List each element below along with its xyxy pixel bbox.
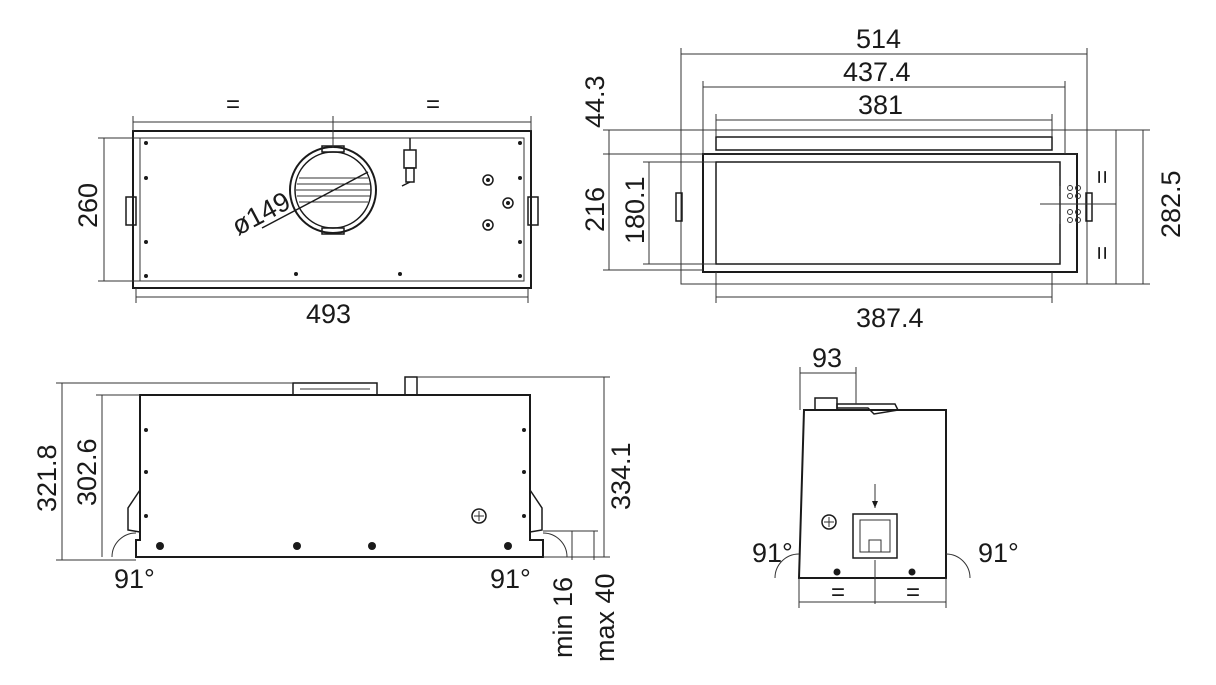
dim-3341-label: 334.1 [606,442,636,510]
top-view-height-label: 260 [73,183,103,228]
front-view-glass-panel [715,161,1061,265]
front-view-left-tab [675,192,683,222]
dim-93-label: 93 [812,343,842,373]
control-switch [401,138,417,187]
front-view-top-strip [715,136,1053,151]
top-view-left-tab [125,196,137,226]
screw-icon [482,174,494,186]
dim-3218-label: 321.8 [32,444,62,512]
front-view-body [702,153,1078,273]
side-view-right-bracket [529,489,543,533]
dim-381-label: 381 [858,90,903,120]
dim-2825-label: 282.5 [1156,170,1186,238]
side-view-body [135,394,544,558]
top-view-eq-right: = [426,91,440,118]
control-buttons-icon [1067,185,1081,223]
dim-437-label: 437.4 [843,57,911,87]
front-view-eq-bottom: = [1089,246,1116,260]
top-view-right-tab [527,196,539,226]
knob-icon [471,508,487,524]
end-view-eq-right: = [906,579,920,606]
side-view-angle-right: 91° [490,564,531,594]
end-view-switch-panel [852,513,898,559]
screw-icon [482,219,494,231]
top-view-eq-left: = [226,91,240,118]
top-view-inner-frame [139,137,525,282]
end-view-knob-icon [821,514,837,530]
side-view-switch [404,376,418,396]
side-view: 91° 91° 321.8 302.6 334.1 min 16 max 40 [32,376,636,662]
end-view-body [797,409,947,579]
end-view-top-fitting [814,397,838,411]
dim-216-label: 216 [580,187,610,232]
front-view-right-tab [1085,192,1093,222]
dim-443-label: 44.3 [580,75,610,128]
end-view-eq-left: = [831,579,845,606]
front-view: 514 437.4 381 44.3 216 180.1 = = 282.5 [580,24,1186,333]
dim-min-label: min 16 [548,577,578,658]
dim-3026-label: 302.6 [72,438,102,506]
top-view: ø149 = = 260 493 [73,91,539,329]
dim-514-label: 514 [856,24,901,54]
dim-180-label: 180.1 [620,176,650,244]
side-view-rivets [144,428,526,550]
top-view-rivets [144,141,522,278]
side-view-angle-left: 91° [114,564,155,594]
end-view-left-angle-arc [774,553,800,579]
diameter-leader [261,171,369,229]
dim-3874-label: 387.4 [856,303,924,333]
top-view-width-label: 493 [306,299,351,329]
side-view-left-angle-arc [111,532,137,558]
side-view-left-bracket [127,489,141,533]
fan-diameter-label: ø149 [227,186,295,241]
end-view-right-angle-arc [945,553,971,579]
front-view-outer-panel [680,129,1088,285]
side-view-right-angle-arc [542,532,568,558]
end-view-angle-right: 91° [978,538,1019,568]
front-view-eq-top: = [1089,170,1116,184]
side-view-fan-flange [292,382,378,396]
screw-icon [502,197,514,209]
top-view-outer-frame [132,130,532,289]
end-view-angle-left: 91° [752,538,793,568]
end-view: 91° 91° 93 = = [752,343,1019,608]
dim-max-label: max 40 [590,573,620,662]
